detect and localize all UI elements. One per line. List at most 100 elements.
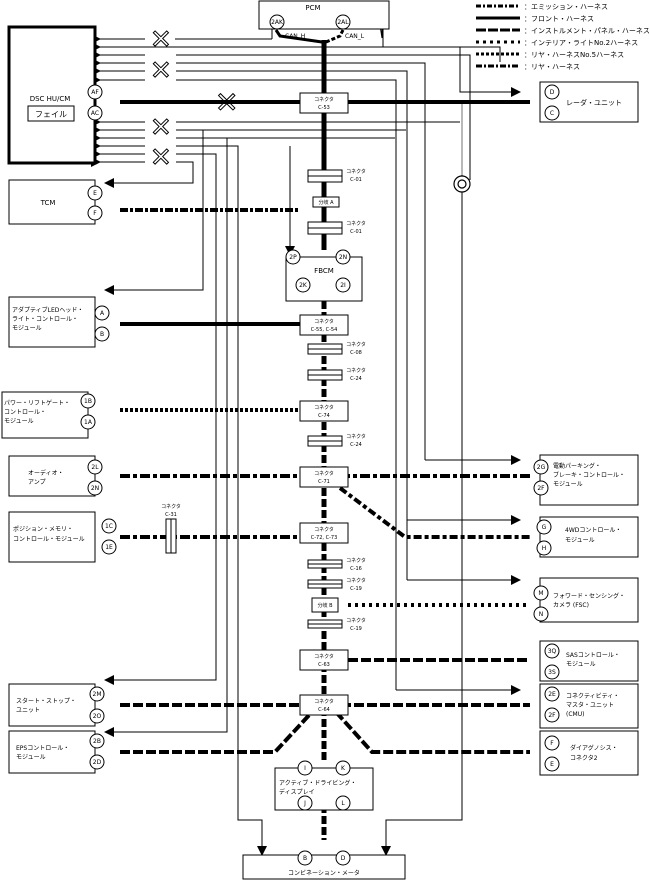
dsc-box xyxy=(7,25,97,165)
cut-x-icon: ✕ xyxy=(150,143,172,173)
svg-text:レーダ・ユニット: レーダ・ユニット xyxy=(566,98,622,107)
dsc-fail-badge xyxy=(27,105,75,122)
svg-text:C-19: C-19 xyxy=(350,586,362,592)
svg-text:CAN_L: CAN_L xyxy=(345,33,365,40)
svg-text:E: E xyxy=(93,190,97,197)
svg-text:4WDコントロール・: 4WDコントロール・ xyxy=(565,527,621,534)
position-box xyxy=(8,511,96,563)
svg-text:コネクタ: コネクタ xyxy=(346,617,366,624)
cut-x-icon: ✕ xyxy=(150,113,172,143)
fsc-box xyxy=(539,577,639,623)
cut-x-icon: ✕ xyxy=(150,56,172,86)
svg-text:2F: 2F xyxy=(537,485,545,492)
connectors xyxy=(165,92,349,716)
svg-text:オーディオ・: オーディオ・ xyxy=(28,469,64,477)
svg-text:C-71: C-71 xyxy=(318,479,330,485)
svg-text:D: D xyxy=(341,855,346,862)
awd-box xyxy=(539,516,639,558)
svg-text:2I: 2I xyxy=(340,282,346,289)
svg-text:コネクタ: コネクタ xyxy=(314,96,334,103)
svg-text:FBCM: FBCM xyxy=(314,267,334,275)
svg-text:2G: 2G xyxy=(537,464,546,471)
svg-text:ユニット: ユニット xyxy=(16,707,40,714)
svg-text:アダプティブLEDヘッド・: アダプティブLEDヘッド・ xyxy=(12,306,83,314)
svg-text:アクティブ・ドライビング・: アクティブ・ドライビング・ xyxy=(279,779,356,787)
legend: ：エミッション・ハーネス ：フロント・ハーネス ：インストルメント・パネル・ハー… xyxy=(476,3,650,71)
svg-text:H: H xyxy=(542,545,547,552)
svg-text:コネクタ: コネクタ xyxy=(314,318,334,325)
svg-text:フォワード・センシング・: フォワード・センシング・ xyxy=(553,592,625,600)
svg-text:2F: 2F xyxy=(548,712,556,719)
svg-text:1B: 1B xyxy=(84,398,92,405)
svg-text:2D: 2D xyxy=(93,759,102,766)
svg-text:C-63: C-63 xyxy=(318,662,330,668)
svg-text:AC: AC xyxy=(91,110,99,117)
svg-text:3Q: 3Q xyxy=(548,648,557,655)
svg-text:コネクタ: コネクタ xyxy=(314,698,334,705)
svg-text:1A: 1A xyxy=(84,419,93,426)
module-labels: PCM CAN_H CAN_L DSC HU/CM フェイル レーダ・ユニット … xyxy=(4,4,625,877)
svg-text:2O: 2O xyxy=(93,713,102,720)
svg-text:C-64: C-64 xyxy=(318,707,330,713)
svg-text:モジュール: モジュール xyxy=(16,754,46,761)
dsc-fail-status: フェイル xyxy=(35,110,67,119)
svg-text:CAN_H: CAN_H xyxy=(285,33,305,40)
svg-text:モジュール: モジュール xyxy=(4,418,34,425)
svg-text:M: M xyxy=(538,590,543,597)
svg-text:C-19: C-19 xyxy=(350,626,362,632)
svg-text:F: F xyxy=(550,740,554,747)
svg-text:G: G xyxy=(542,524,547,531)
svg-text:C-74: C-74 xyxy=(318,413,330,419)
dsc-label: DSC HU/CM xyxy=(30,95,71,103)
svg-text:モジュール: モジュール xyxy=(553,481,583,488)
svg-text:コネクタ: コネクタ xyxy=(346,341,366,348)
pcm-label: PCM xyxy=(305,4,320,12)
svg-text:電動パーキング・: 電動パーキング・ xyxy=(553,462,601,470)
legend-label: ：リヤ・ハーネス xyxy=(524,63,580,71)
svg-text:F: F xyxy=(93,210,97,217)
svg-text:C: C xyxy=(550,110,554,117)
svg-text:AF: AF xyxy=(91,89,99,96)
dsc-signal-lines xyxy=(91,24,521,856)
liftgate-box xyxy=(1,391,89,439)
svg-text:コネクティビティ・: コネクティビティ・ xyxy=(566,692,619,700)
svg-text:2N: 2N xyxy=(91,485,99,492)
svg-text:コネクタ: コネクタ xyxy=(161,503,181,510)
svg-text:ライト・コントロール・: ライト・コントロール・ xyxy=(12,316,78,323)
svg-text:ディスプレイ: ディスプレイ xyxy=(279,788,315,796)
svg-text:コネクタ: コネクタ xyxy=(346,433,366,440)
svg-text:C-24: C-24 xyxy=(350,376,362,382)
svg-text:コネクタ: コネクタ xyxy=(346,168,366,175)
svg-text:コネクタ: コネクタ xyxy=(346,367,366,374)
svg-text:ブレーキ・コントロール・: ブレーキ・コントロール・ xyxy=(553,471,625,479)
svg-text:EPSコントロール・: EPSコントロール・ xyxy=(16,745,69,752)
legend-label: ：インストルメント・パネル・ハーネス xyxy=(524,27,650,35)
svg-text:ダイアグノシス・: ダイアグノシス・ xyxy=(570,744,618,752)
svg-text:2P: 2P xyxy=(289,254,297,261)
svg-text:コントロール・モジュール: コントロール・モジュール xyxy=(13,536,85,543)
svg-text:A: A xyxy=(100,310,105,317)
svg-text:モジュール: モジュール xyxy=(566,661,596,668)
svg-text:マスタ・ユニット: マスタ・ユニット xyxy=(566,701,614,709)
svg-text:2L: 2L xyxy=(91,464,99,471)
legend-label: ：リヤ・ハーネスNo.5ハーネス xyxy=(524,51,624,59)
legend-label: ：フロント・ハーネス xyxy=(524,15,594,23)
svg-text:ポジション・メモリ・: ポジション・メモリ・ xyxy=(13,525,73,533)
svg-text:3S: 3S xyxy=(548,669,556,676)
svg-text:D: D xyxy=(550,89,555,96)
startstop-box xyxy=(8,683,96,727)
svg-text:TCM: TCM xyxy=(40,199,56,207)
led-box xyxy=(8,296,96,348)
svg-text:カメラ (FSC): カメラ (FSC) xyxy=(553,602,589,609)
svg-text:コネクタ: コネクタ xyxy=(314,470,334,477)
svg-text:N: N xyxy=(539,611,544,618)
svg-text:2AK: 2AK xyxy=(271,19,284,26)
eps-box xyxy=(8,730,96,774)
svg-text:モジュール: モジュール xyxy=(12,325,42,332)
svg-text:2N: 2N xyxy=(339,254,347,261)
modules xyxy=(1,0,639,880)
svg-text:2M: 2M xyxy=(93,691,102,698)
epb-box xyxy=(539,454,639,506)
